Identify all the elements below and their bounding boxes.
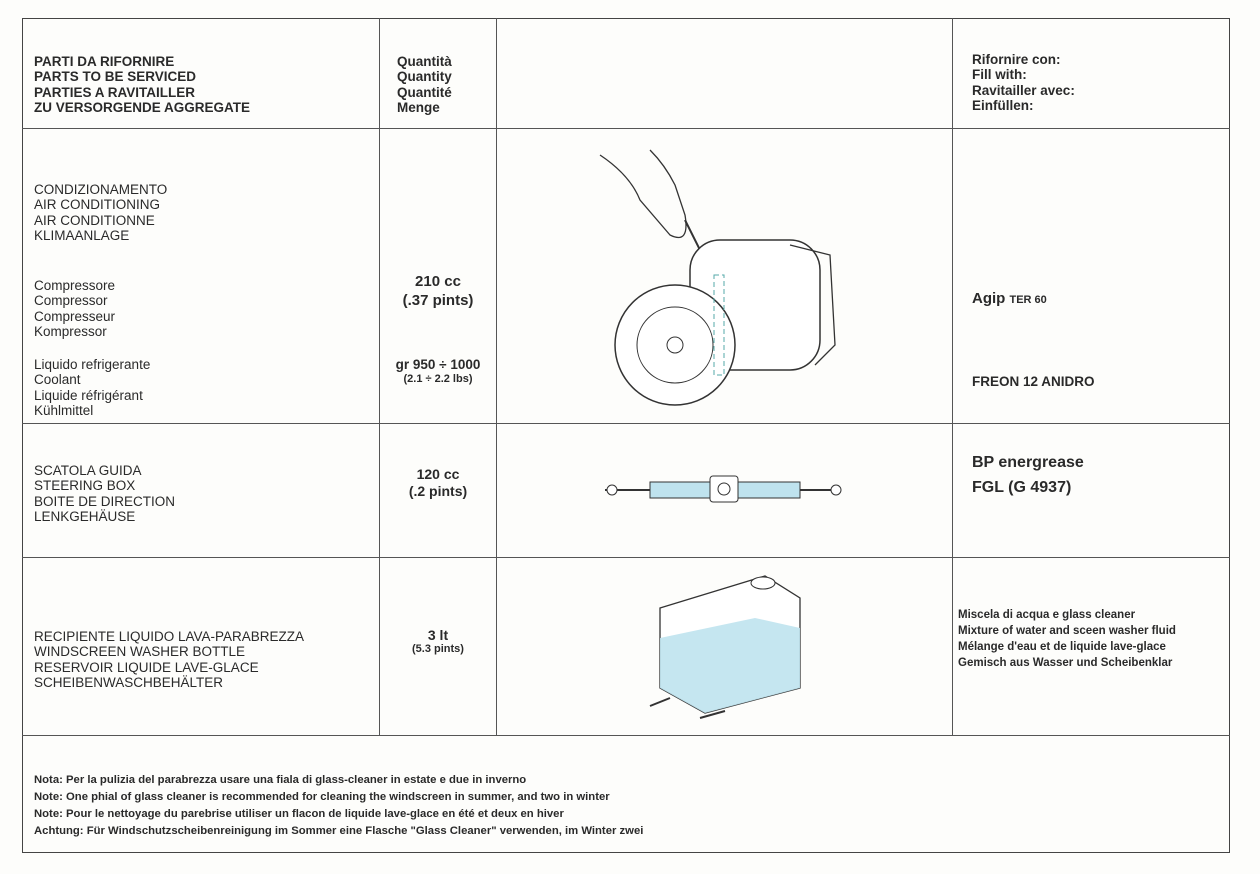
header-fill-with: Rifornire con:Fill with:Ravitailler avec…	[972, 51, 1075, 114]
washer-quantity: 3 lt(5.3 pints)	[412, 627, 464, 655]
row-divider	[22, 128, 1230, 129]
row-divider	[22, 735, 1230, 736]
service-table	[22, 18, 1230, 853]
coolant-quantity: gr 950 ÷ 1000(2.1 ÷ 2.2 lbs)	[395, 357, 481, 385]
notes: Nota: Per la pulizia del parabrezza usar…	[34, 774, 644, 837]
compressor-illustration	[599, 149, 836, 406]
column-divider	[379, 18, 380, 735]
row-divider	[22, 557, 1230, 558]
washer-bottle-illustration	[649, 575, 801, 719]
column-divider	[496, 18, 497, 735]
column-divider	[952, 18, 953, 735]
compressor-quantity: 210 cc(.37 pints)	[402, 273, 474, 309]
coolant-fill: FREON 12 ANIDRO	[972, 374, 1095, 389]
row-divider	[22, 423, 1230, 424]
steering-box-illustration	[605, 475, 842, 503]
compressor-fill: Agip TER 60	[972, 290, 1047, 307]
steering-quantity: 120 cc(.2 pints)	[408, 466, 468, 499]
